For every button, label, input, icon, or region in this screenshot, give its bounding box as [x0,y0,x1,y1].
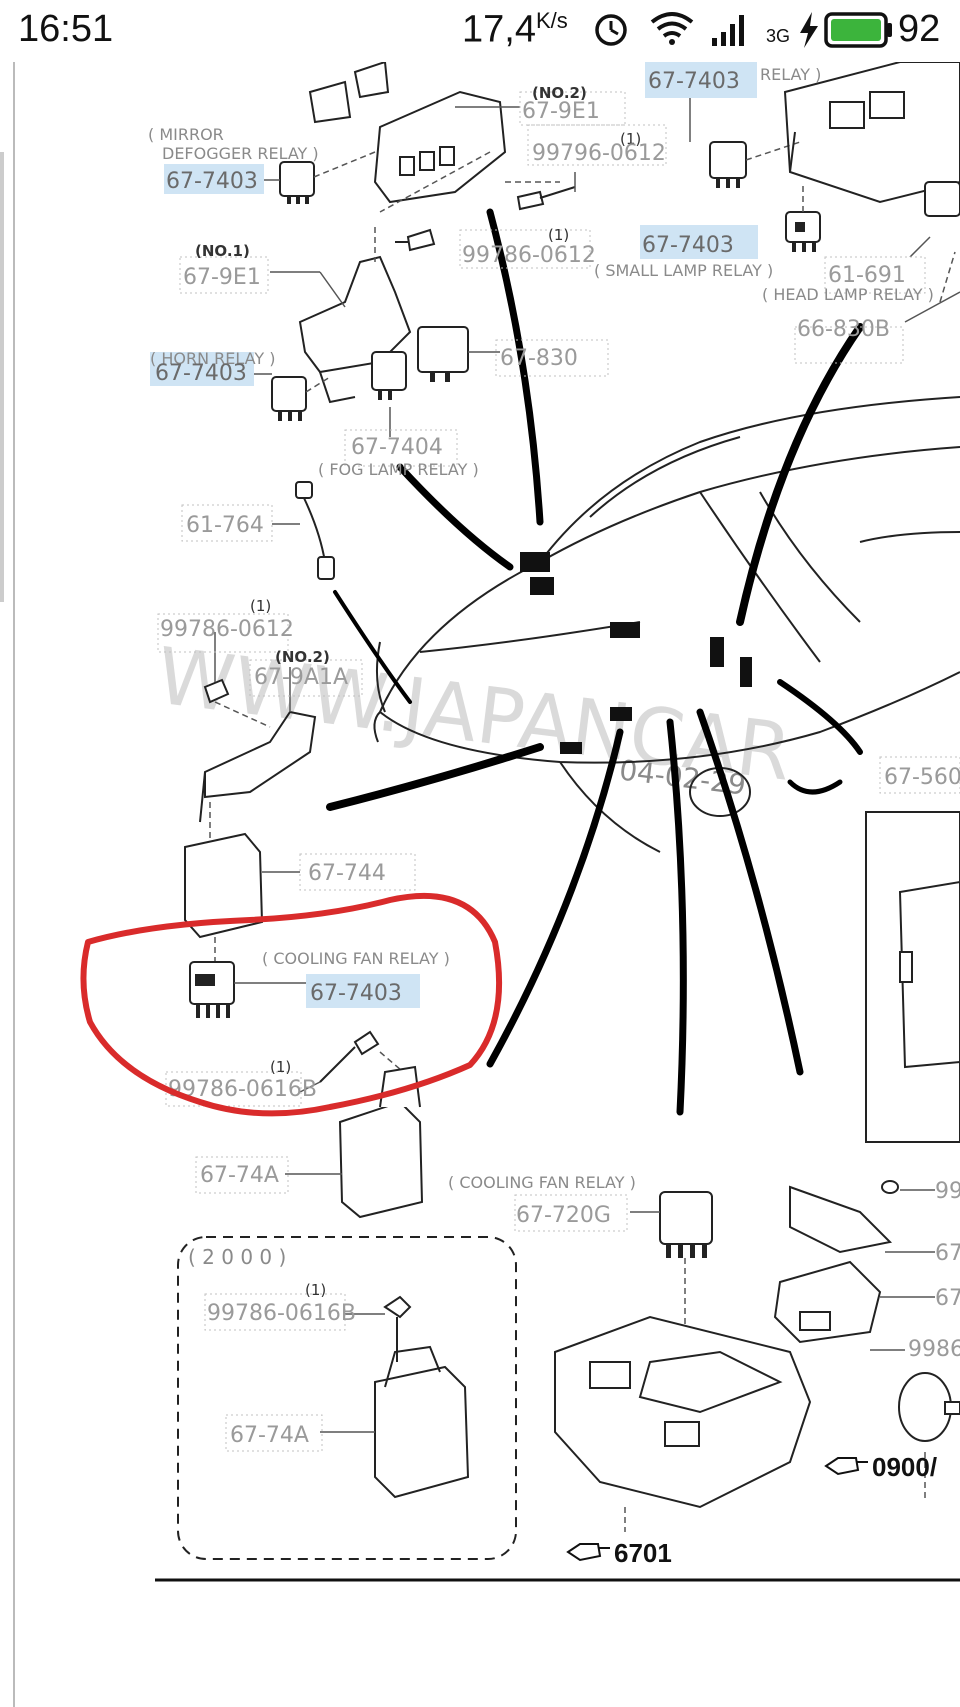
label-no2-top: (NO.2) [532,84,587,102]
module-67-560 [865,811,960,1143]
relay-67-830 [417,326,469,382]
pointing-hand-icon [566,1543,610,1562]
relay-bracket-no1 [298,255,412,404]
ref-0900: 0900/ [872,1452,937,1482]
horn-relay-label: ( HORN RELAY ) [150,349,275,368]
relay-partial-label: RELAY ) [760,65,821,84]
mirror-relay-label-1: ( MIRROR [148,125,224,144]
part-right-99865: 99865 [908,1337,960,1362]
status-speed-value: 17,4 [462,8,536,51]
bracket-right-lower [773,1180,899,1344]
small-lamp-relay-label: ( SMALL LAMP RELAY ) [594,261,773,280]
part-67-720g: 67-720G [516,1203,611,1228]
bolt-icon [203,632,230,704]
part-67-9e1-no2: 67-9E1 [522,99,600,124]
part-right-67-a: 67 [935,1241,960,1266]
head-lamp-relay-label: ( HEAD LAMP RELAY ) [762,285,934,304]
part-67-744: 67-744 [308,861,386,886]
car-body [373,396,960,853]
cooling-fan-relay-label-1: ( COOLING FAN RELAY ) [262,949,450,968]
part-67-74a-b: 67-74A [230,1423,309,1448]
part-99786-0616b-b: 99786-0616B [207,1301,356,1326]
search-highlights [150,62,758,1008]
part-67-7403-cooling-fan: 67-7403 [310,981,402,1006]
head-lamp-relay [924,181,960,217]
mirror-relay-label-2: DEFOGGER RELAY ) [162,144,319,163]
variant-2000-label: ( 2 0 0 0 ) [188,1245,286,1269]
key-fob [898,1372,960,1442]
part-99786-0612-b: 99786-0612 [160,617,294,642]
battery-icon [824,12,892,48]
qty-99786-b: (1) [250,597,271,615]
fuse-block-top [783,62,960,204]
relay-bracket-no2-mid [199,710,317,823]
cooling-fan-relay-720g [659,1191,713,1258]
car-relay-cluster [520,552,752,754]
status-network-type: 3G [766,26,791,46]
bolt-icon [395,228,436,252]
junction-box-6701 [554,1315,812,1509]
part-99796-0612: 99796-0612 [532,141,666,166]
part-67-9e1-no1: 67-9E1 [183,265,261,290]
charging-icon [800,12,818,48]
fog-lamp-relay-label: ( FOG LAMP RELAY ) [318,460,479,479]
part-67-74a-a: 67-74A [200,1163,279,1188]
part-67-7403-small-lamp: 67-7403 [642,233,734,258]
status-network-speed: 17,4K/s [462,8,568,52]
part-67-7403-top-right: 67-7403 [648,69,740,94]
part-67-560: 67-560 [884,765,960,790]
cooling-fan-relay-label-2: ( COOLING FAN RELAY ) [448,1173,636,1192]
parts-diagram: WWW.JAPANCAR 04-02-29 [0,62,960,1707]
cooling-fan-relay [189,961,235,1018]
variant-2000-group [177,1236,517,1560]
relay-bracket-no2 [308,62,507,204]
part-61-764: 61-764 [186,513,264,538]
leader-curves [326,208,864,1116]
part-99786-0612-a: 99786-0612 [462,243,596,268]
horn-relay [271,376,307,421]
label-no1: (NO.1) [195,242,250,260]
part-67-7404: 67-7404 [351,435,443,460]
label-no2-mid: (NO.2) [275,648,330,666]
bolt-icon [299,1030,380,1093]
part-66-830b: 66-830B [797,317,890,342]
red-annotation-circle [80,892,503,1117]
qty-99786-0616b-a: (1) [270,1058,291,1076]
status-battery-level: 92 [898,8,941,50]
qty-99786-a: (1) [548,226,569,244]
qty-99796: (1) [620,130,641,148]
status-icons [595,12,892,48]
part-right-99: 99 [935,1179,960,1204]
status-time: 16:51 [18,8,114,50]
signal-icon [712,15,744,46]
qty-99786-0616b-b: (1) [305,1281,326,1299]
part-right-67-b: 67 [935,1286,960,1311]
fog-lamp-relay [371,351,407,400]
ref-6701: 6701 [614,1538,672,1568]
sensor-61-764 [295,481,335,580]
small-lamp-relay [785,211,821,252]
alarm-icon [595,14,627,46]
part-67-9a1a: 67-9A1A [254,665,348,690]
bolt-icon [516,186,576,211]
part-61-691: 61-691 [828,263,906,288]
part-67-7403-horn: 67-7403 [155,361,247,386]
relay-top-right [709,141,747,188]
status-speed-unit: K/s [535,8,568,33]
part-67-7403-mirror: 67-7403 [166,169,258,194]
wifi-icon [650,12,694,45]
status-bar: 16:51 17,4K/s 3G 92 [0,0,960,62]
mirror-defogger-relay [279,161,315,204]
part-67-830: 67-830 [500,346,578,371]
pointing-hand-icon [824,1457,868,1476]
part-number-frames [157,91,960,1452]
